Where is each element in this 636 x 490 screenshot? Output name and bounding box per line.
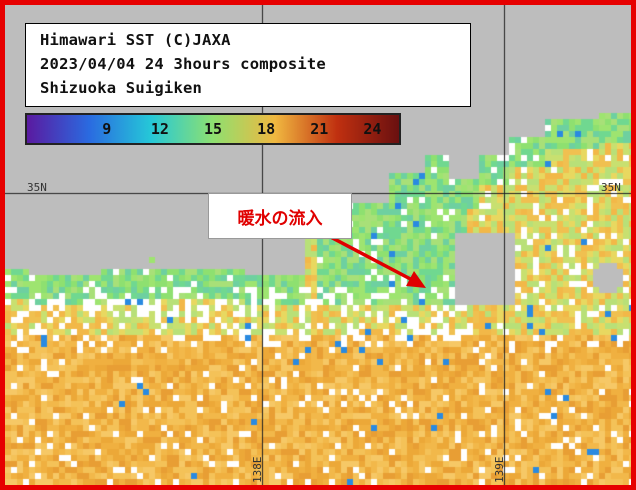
warm-water-inflow-label: 暖水の流入 (208, 193, 352, 239)
longitude-label-139: 139E (493, 456, 506, 484)
latitude-label-right: 35N (601, 181, 621, 194)
colorbar-label-15: 15 (203, 120, 223, 138)
colorbar-label-9: 9 (102, 120, 112, 138)
colorbar-label-21: 21 (310, 120, 329, 138)
title-line-3: Shizuoka Suigiken (40, 79, 203, 97)
sst-colorbar: 9 12 15 18 21 24 (25, 113, 401, 145)
colorbar-label-24: 24 (363, 120, 382, 138)
colorbar-label-18: 18 (257, 120, 276, 138)
title-line-2: 2023/04/04 24 3hours composite (40, 55, 326, 73)
title-line-1: Himawari SST (C)JAXA (40, 31, 231, 49)
longitude-label-138: 138E (251, 456, 264, 484)
title-box: Himawari SST (C)JAXA 2023/04/04 24 3hour… (25, 23, 471, 107)
colorbar-cell-blank (27, 115, 80, 143)
latitude-label-left: 35N (27, 181, 47, 194)
colorbar-label-12: 12 (150, 120, 169, 138)
